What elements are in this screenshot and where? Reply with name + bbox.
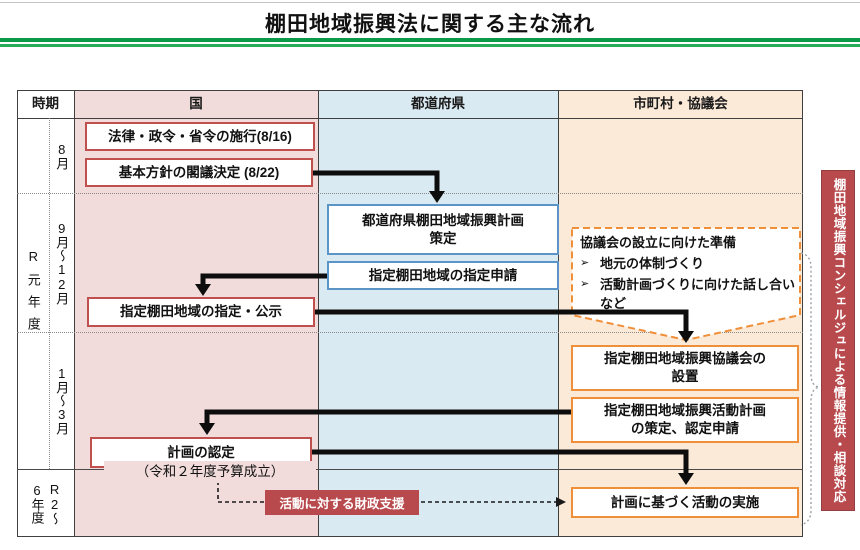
box-cabinet-decision: 基本方針の閣議決定 (8/22) xyxy=(85,158,313,187)
council-prep-item: ➢ 地元の体制づくり xyxy=(580,255,796,274)
bullet-arrow-icon: ➢ xyxy=(580,277,590,290)
box-designation-application: 指定棚田地域の指定申請 xyxy=(327,261,559,290)
financial-support-badge: 活動に対する財政支援 xyxy=(265,490,419,515)
header-divider xyxy=(17,118,803,119)
budget-note: （令和２年度予算成立） xyxy=(104,461,316,483)
period-sep-dec: 9月〜12月 xyxy=(54,220,70,305)
period-r2-6: R2〜 6年度 xyxy=(29,481,63,525)
period-fiscal-year-r1: R元年度 xyxy=(25,248,41,339)
box-activity-implementation: 計画に基づく活動の実施 xyxy=(571,487,799,518)
period-jan-mar: 1月〜3月 xyxy=(54,366,70,435)
council-prep-title: 協議会の設立に向けた準備 xyxy=(580,235,737,250)
period-august: 8月 xyxy=(54,141,70,170)
concierge-bar-label: 棚田地域振興コンシェルジュによる情報提供・相談対応 xyxy=(831,178,846,503)
header-national: 国 xyxy=(189,96,203,111)
council-prep-callout: 協議会の設立に向けた準備 ➢ 地元の体制づくり ➢ 活動計画づくりに向けた話し合… xyxy=(580,234,808,314)
page-title: 棚田地域振興法に関する主な流れ xyxy=(265,13,595,36)
row-divider-dotted-1 xyxy=(17,193,803,194)
header-period: 時期 xyxy=(32,96,59,111)
box-council-establishment: 指定棚田地域振興協議会の設置 xyxy=(571,345,799,391)
box-activity-plan: 指定棚田地域振興活動計画の策定、認定申請 xyxy=(571,397,799,443)
council-prep-item: ➢ 活動計画づくりに向けた話し合い など xyxy=(580,276,808,314)
box-designation-announcement: 指定棚田地域の指定・公示 xyxy=(87,297,315,327)
column-divider-period-national xyxy=(74,90,75,537)
box-prefecture-plan: 都道府県棚田地域振興計画策定 xyxy=(327,204,559,255)
title-underline-dark xyxy=(0,38,860,42)
title-underline-light xyxy=(0,44,860,47)
box-law-enforcement: 法律・政令・省令の施行(8/16) xyxy=(85,122,315,151)
header-prefecture: 都道府県 xyxy=(411,96,465,111)
period-subcolumn-divider xyxy=(49,118,50,469)
concierge-bar: 棚田地域振興コンシェルジュによる情報提供・相談対応 xyxy=(821,170,855,511)
header-municipality: 市町村・協議会 xyxy=(633,96,728,111)
bullet-arrow-icon: ➢ xyxy=(580,256,590,269)
row-divider-dotted-2 xyxy=(17,332,803,333)
concierge-brace xyxy=(800,252,820,526)
top-hairline xyxy=(0,2,860,3)
